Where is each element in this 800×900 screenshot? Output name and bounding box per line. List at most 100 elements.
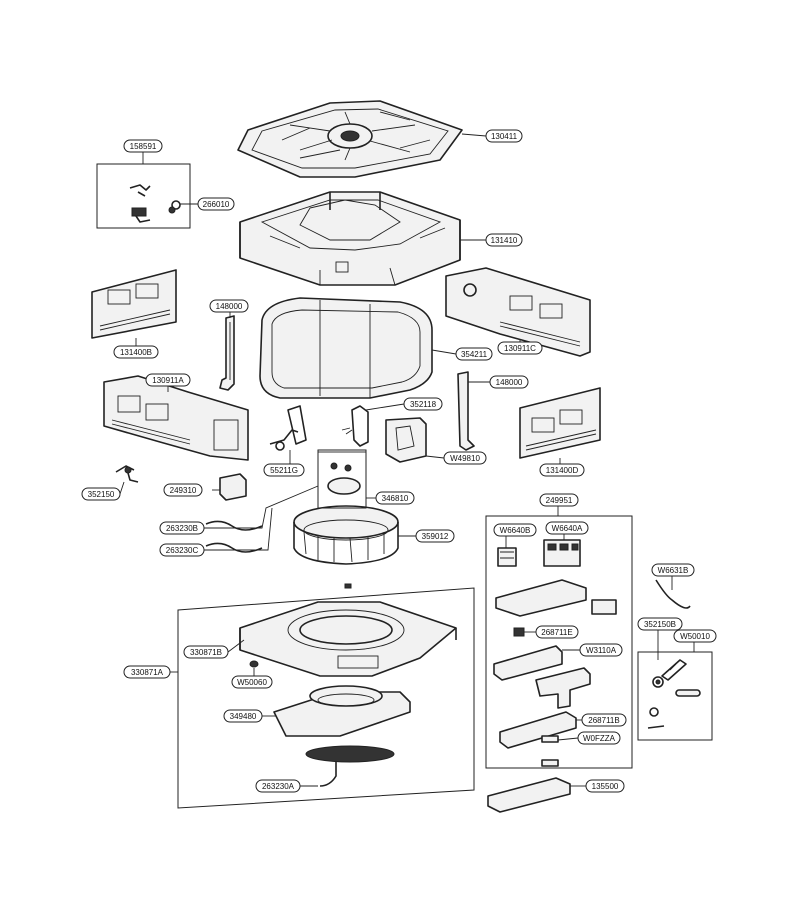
- fan-screw: [344, 583, 352, 589]
- label-268711B: 268711B: [581, 713, 627, 727]
- sensor-assembly: [341, 405, 369, 447]
- svg-text:330871B: 330871B: [190, 648, 222, 657]
- label-131400D: 131400D: [539, 463, 585, 477]
- label-352150: 352150: [81, 487, 121, 501]
- label-263230C: 263230C: [159, 543, 205, 557]
- label-W49810: W49810: [443, 451, 487, 465]
- pcb-w6640a: [543, 539, 581, 567]
- label-W50010: W50010: [673, 629, 717, 643]
- svg-text:W6631B: W6631B: [658, 566, 689, 575]
- label-131400B: 131400B: [113, 345, 159, 359]
- control-group-box: [485, 515, 633, 769]
- cabinet-body: [239, 191, 461, 286]
- svg-text:352150: 352150: [88, 490, 115, 499]
- label-W3110A: W3110A: [579, 643, 623, 657]
- svg-text:130911C: 130911C: [504, 344, 536, 353]
- label-W0FZZA: W0FZZA: [577, 731, 621, 745]
- control-box: [219, 473, 247, 501]
- svg-text:346810: 346810: [382, 494, 409, 503]
- svg-text:W0FZZA: W0FZZA: [583, 734, 616, 743]
- turbo-fan: [293, 505, 399, 565]
- svg-text:W50010: W50010: [680, 632, 710, 641]
- label-130911A: 130911A: [145, 373, 191, 387]
- svg-text:158591: 158591: [130, 142, 157, 151]
- label-W6631B: W6631B: [651, 563, 695, 577]
- bracket-w49810: [385, 417, 427, 463]
- svg-text:W6640B: W6640B: [500, 526, 531, 535]
- svg-text:W6640A: W6640A: [552, 524, 583, 533]
- filter-mesh: [305, 745, 395, 787]
- svg-text:130411: 130411: [491, 132, 518, 141]
- label-263230A: 263230A: [255, 779, 301, 793]
- drain-pump: [269, 405, 307, 451]
- svg-text:249951: 249951: [546, 496, 573, 505]
- label-158591: 158591: [123, 139, 163, 153]
- svg-text:W3110A: W3110A: [586, 646, 617, 655]
- svg-text:263230B: 263230B: [166, 524, 198, 533]
- svg-text:268711E: 268711E: [541, 628, 572, 637]
- label-W6640B: W6640B: [493, 523, 537, 537]
- fan-motor: [317, 451, 367, 509]
- svg-text:349480: 349480: [230, 712, 257, 721]
- label-330871A: 330871A: [123, 665, 171, 679]
- label-249310: 249310: [163, 483, 203, 497]
- heat-exchanger-coil: [259, 297, 433, 399]
- svg-text:330871A: 330871A: [131, 668, 164, 677]
- top-grille-panel: [237, 100, 463, 178]
- label-263230B: 263230B: [159, 521, 205, 535]
- svg-text:W50060: W50060: [237, 678, 267, 687]
- side-panel-lower-right: [519, 387, 601, 459]
- label-135500: 135500: [585, 779, 625, 793]
- kit-group-box: [96, 163, 191, 229]
- label-349480: 349480: [223, 709, 263, 723]
- pcb-tray: [495, 579, 617, 617]
- label-W50060: W50060: [231, 675, 273, 689]
- label-330871B: 330871B: [183, 645, 229, 659]
- svg-text:131400D: 131400D: [546, 466, 579, 475]
- fastener-kit: [129, 184, 181, 223]
- wire-harness-b: [205, 520, 263, 531]
- screw-set: [647, 659, 701, 729]
- terminal-268711b: [499, 711, 577, 749]
- label-268711E: 268711E: [535, 625, 579, 639]
- label-W6640A: W6640A: [545, 521, 589, 535]
- bracket-w3110a: [493, 645, 563, 681]
- leader-lines: [119, 133, 695, 787]
- svg-text:148000: 148000: [216, 302, 243, 311]
- clamp-plate: [535, 667, 591, 709]
- label-55211G: 55211G: [263, 463, 305, 477]
- part-labels: 130411 158591 266010 131410 131400B 1480…: [81, 129, 717, 793]
- label-352150B: 352150B: [637, 617, 683, 631]
- cover-bracket: [487, 777, 571, 813]
- wire-harness-c: [205, 542, 263, 553]
- fuse-w0fzza: [541, 735, 559, 767]
- bell-mouth: [273, 685, 411, 737]
- svg-text:263230A: 263230A: [262, 782, 295, 791]
- svg-text:359012: 359012: [422, 532, 449, 541]
- label-130411: 130411: [485, 129, 523, 143]
- label-354211: 354211: [455, 347, 493, 361]
- bracket-right: [457, 371, 475, 451]
- svg-text:131400B: 131400B: [120, 348, 152, 357]
- svg-text:268711B: 268711B: [588, 716, 619, 725]
- pcb-w6640b: [497, 547, 517, 567]
- side-panel-right: [445, 267, 591, 357]
- frame-group-box: [177, 587, 475, 809]
- svg-text:130911A: 130911A: [152, 376, 184, 385]
- bracket-upper: [219, 315, 235, 391]
- svg-text:352118: 352118: [410, 400, 437, 409]
- front-frame: [239, 601, 457, 677]
- label-131410: 131410: [485, 233, 523, 247]
- svg-text:249310: 249310: [170, 486, 197, 495]
- hardware-group-box: [637, 651, 713, 741]
- svg-text:55211G: 55211G: [270, 466, 298, 475]
- svg-text:135500: 135500: [592, 782, 619, 791]
- small-sensor: [115, 465, 139, 483]
- label-266010: 266010: [197, 197, 235, 211]
- svg-text:352150B: 352150B: [644, 620, 676, 629]
- svg-text:W49810: W49810: [450, 454, 480, 463]
- motor-group-box: [317, 449, 367, 509]
- svg-text:266010: 266010: [203, 200, 230, 209]
- side-panel-left: [91, 269, 177, 339]
